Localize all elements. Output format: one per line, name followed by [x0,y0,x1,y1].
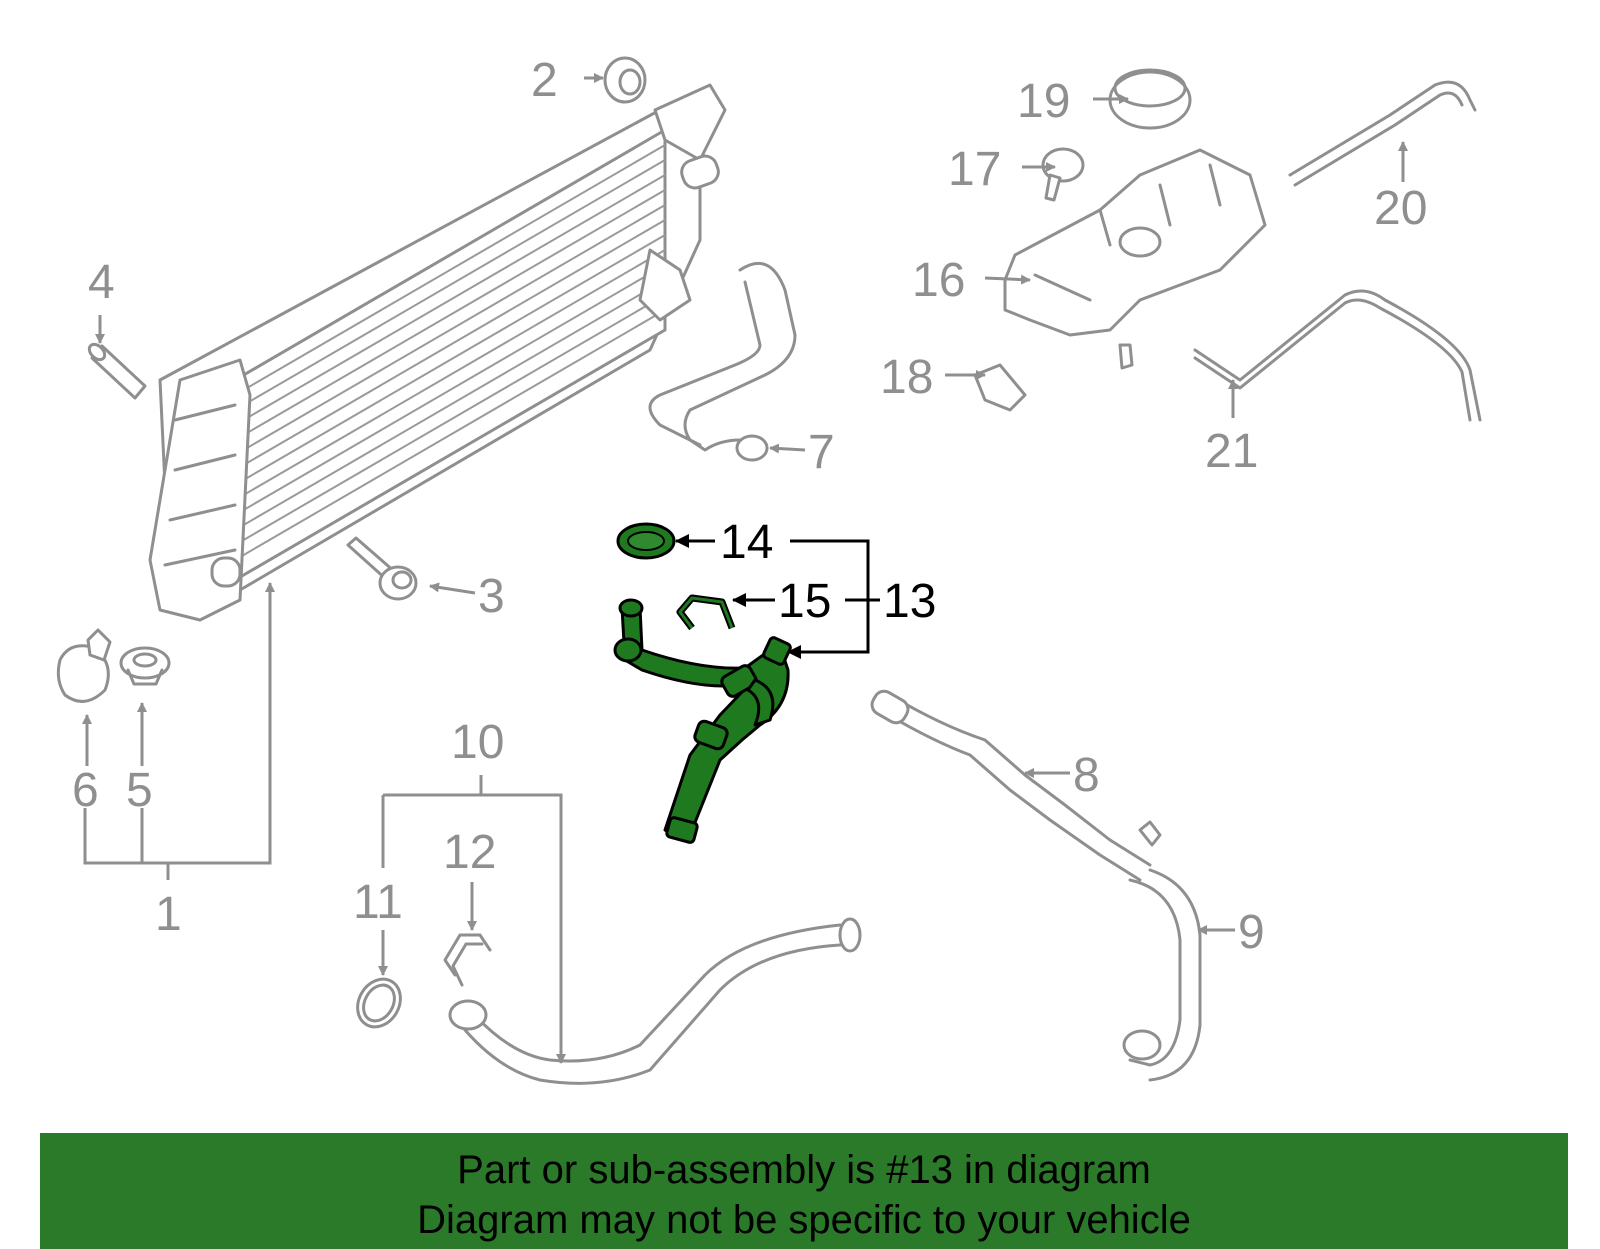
callout-13: 13 [883,575,936,628]
callout-6: 6 [72,764,99,817]
drain-plug-part-6 [56,628,112,703]
callout-2: 2 [531,54,558,107]
callout-14: 14 [720,516,773,569]
radiator-part [148,83,727,622]
reservoir-part-16 [1003,148,1267,370]
callout-8: 8 [1073,749,1100,802]
dowel-part-4 [87,342,147,400]
upper-hose-part-7 [648,261,797,462]
bolt-part-3 [346,536,418,601]
banner-line-1: Part or sub-assembly is #13 in diagram [457,1148,1151,1192]
radiator-fins [234,144,666,561]
callout-20: 20 [1374,182,1427,235]
info-banner: Part or sub-assembly is #13 in diagram D… [40,1133,1568,1249]
tube-part-8 [870,689,1162,882]
banner-line-2: Diagram may not be specific to your vehi… [417,1198,1191,1242]
callout-7: 7 [808,426,835,479]
grommet-part-2 [603,56,647,104]
o-ring-part-11 [356,977,402,1029]
coolant-hose-part-10 [448,917,862,1085]
bracket-part-18 [973,363,1027,412]
clip-part-15 [676,594,736,631]
callout-1: 1 [155,888,182,941]
callout-3: 3 [478,570,505,623]
callout-15: 15 [778,575,831,628]
callout-21: 21 [1205,425,1258,478]
callout-labels: 1 2 3 4 5 6 7 8 9 10 11 12 13 14 15 16 1… [72,54,1427,959]
callout-12: 12 [443,826,496,879]
hose-part-20 [1288,80,1477,187]
callout-9: 9 [1238,906,1265,959]
bolt-part-17 [1041,147,1085,202]
clip-part-12 [443,933,492,987]
callout-4: 4 [88,256,115,309]
callout-5: 5 [126,764,153,817]
leader-lines [82,73,1408,1063]
callout-19: 19 [1017,75,1070,128]
callout-11: 11 [353,876,403,929]
callout-18: 18 [880,351,933,404]
callout-17: 17 [948,143,1001,196]
grommet-part-5 [119,646,171,686]
highlight-leader-lines [675,534,880,659]
callout-16: 16 [912,254,965,307]
hose-part-21 [1193,289,1482,422]
cap-part-19 [1108,68,1192,130]
callout-10: 10 [451,716,504,769]
lower-hose-part-9 [1122,868,1202,1082]
highlighted-part-13 [613,598,792,844]
seal-part-14 [616,522,676,560]
